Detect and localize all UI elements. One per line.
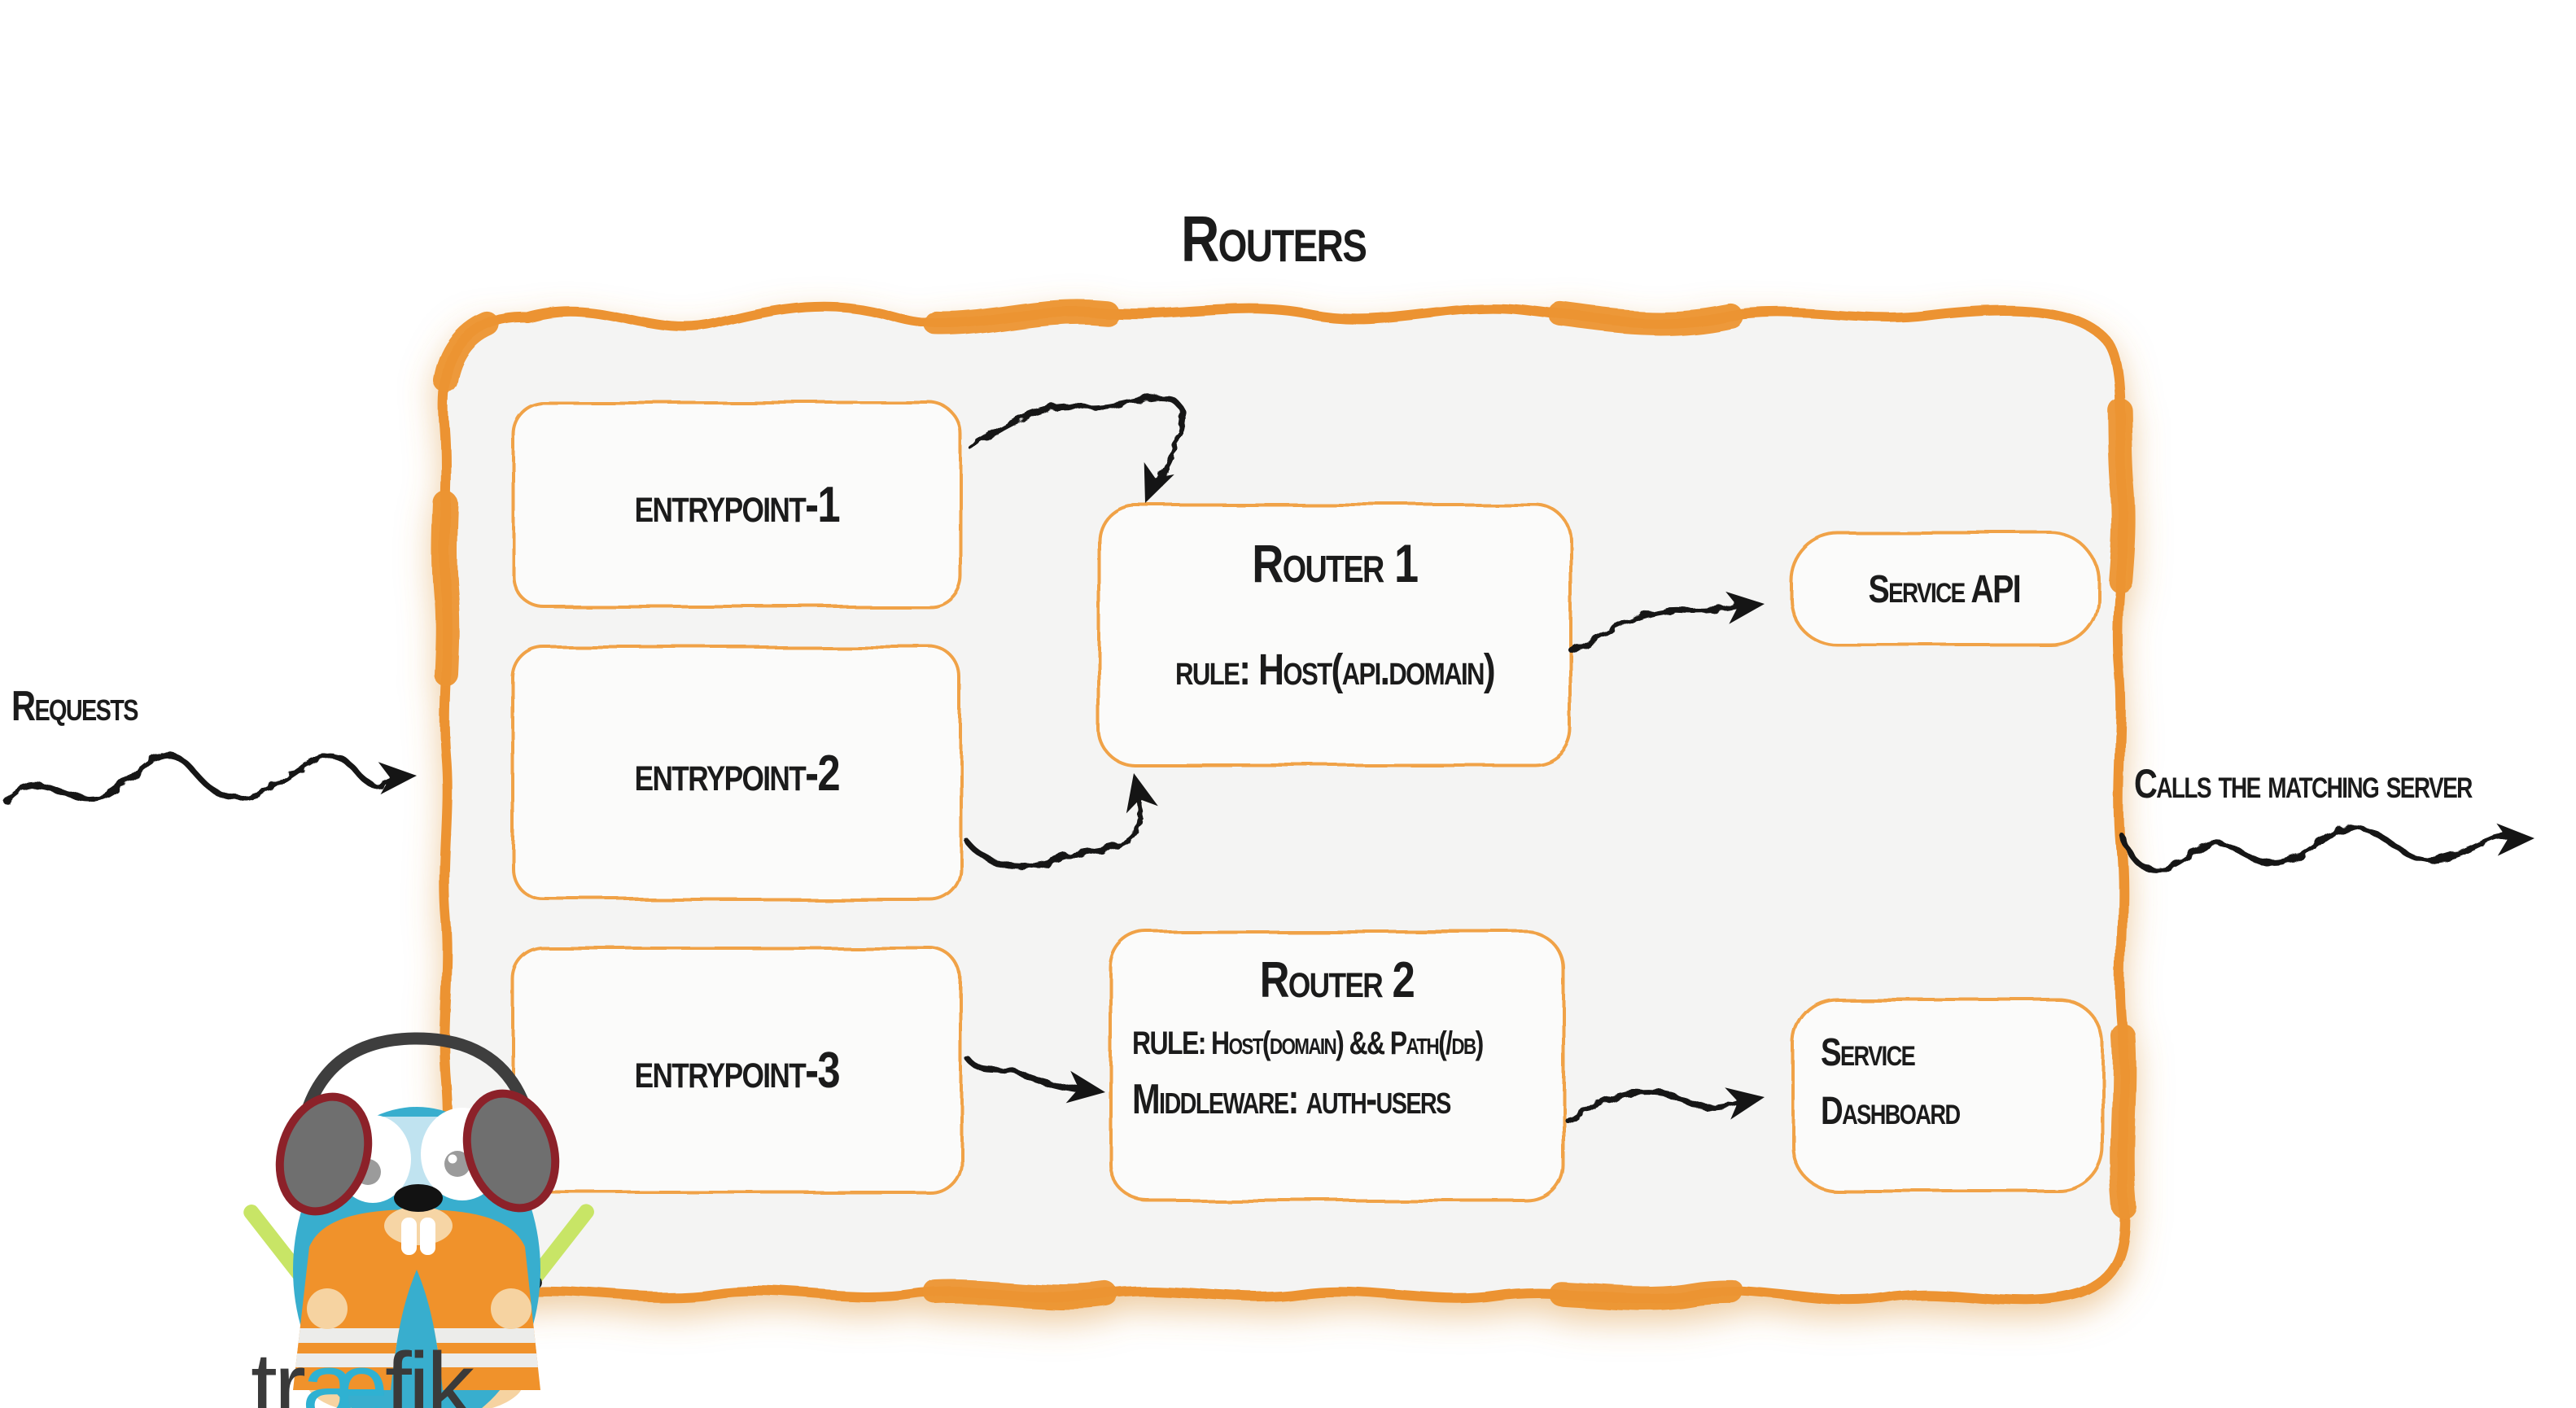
arrow-entrypoint2-to-router1 — [962, 785, 1144, 870]
entrypoint-3-box — [511, 947, 962, 1194]
service-dashboard-box — [1791, 998, 2104, 1192]
router-2-rule: RULE: Host(domain) && Path(/db) — [1132, 1025, 1484, 1061]
service-api-box — [1789, 531, 2100, 647]
requests-arrow-line — [3, 752, 396, 805]
arrow-router2-to-service-dashboard — [1566, 1089, 1747, 1125]
router-2-middleware: Middleware: auth-users — [1132, 1076, 1451, 1123]
wordmark-ae: æ — [303, 1333, 388, 1408]
router-1-title: Router 1 — [1252, 533, 1419, 593]
wordmark-fik: fik — [385, 1333, 475, 1408]
service-dashboard-label: Service Dashboard — [1821, 1031, 1961, 1133]
router-1-rule: rule: Host(api.domain) — [1175, 645, 1496, 694]
entrypoint-1-box — [511, 401, 962, 608]
diagram-title: Routers — [948, 202, 1599, 277]
wordmark-tr: tr — [251, 1333, 306, 1408]
service-api-label: Service API — [1868, 567, 2022, 611]
requests-label: Requests — [11, 683, 138, 730]
router-2-content: Router 2 RULE: Host(domain) && Path(/db)… — [1111, 932, 1563, 1200]
entrypoint-2-label: entrypoint-2 — [634, 745, 840, 802]
headphones-icon — [293, 1032, 540, 1147]
entrypoint-3-label: entrypoint-3 — [634, 1042, 840, 1099]
router-2-title: Router 2 — [1259, 952, 1415, 1008]
calls-matching-server-label: Calls the matching server — [2134, 761, 2473, 807]
traefik-wordmark: træfik — [251, 1331, 475, 1408]
entrypoint-1-label: entrypoint-1 — [634, 476, 840, 533]
arrow-router1-to-service-api — [1569, 602, 1747, 654]
router-2-box — [1109, 930, 1564, 1202]
arrow-entrypoint3-to-router2 — [964, 1055, 1087, 1094]
entrypoint-2-box — [511, 645, 962, 901]
router-1-content: Router 1 rule: Host(api.domain) — [1099, 505, 1571, 765]
arrow-entrypoint1-to-router1 — [967, 394, 1185, 492]
traefik-gopher-logo — [243, 1032, 594, 1408]
calls-arrow-line — [2119, 824, 2515, 874]
router-1-box — [1097, 503, 1572, 767]
diagram-title-text: Routers — [1181, 203, 1367, 275]
